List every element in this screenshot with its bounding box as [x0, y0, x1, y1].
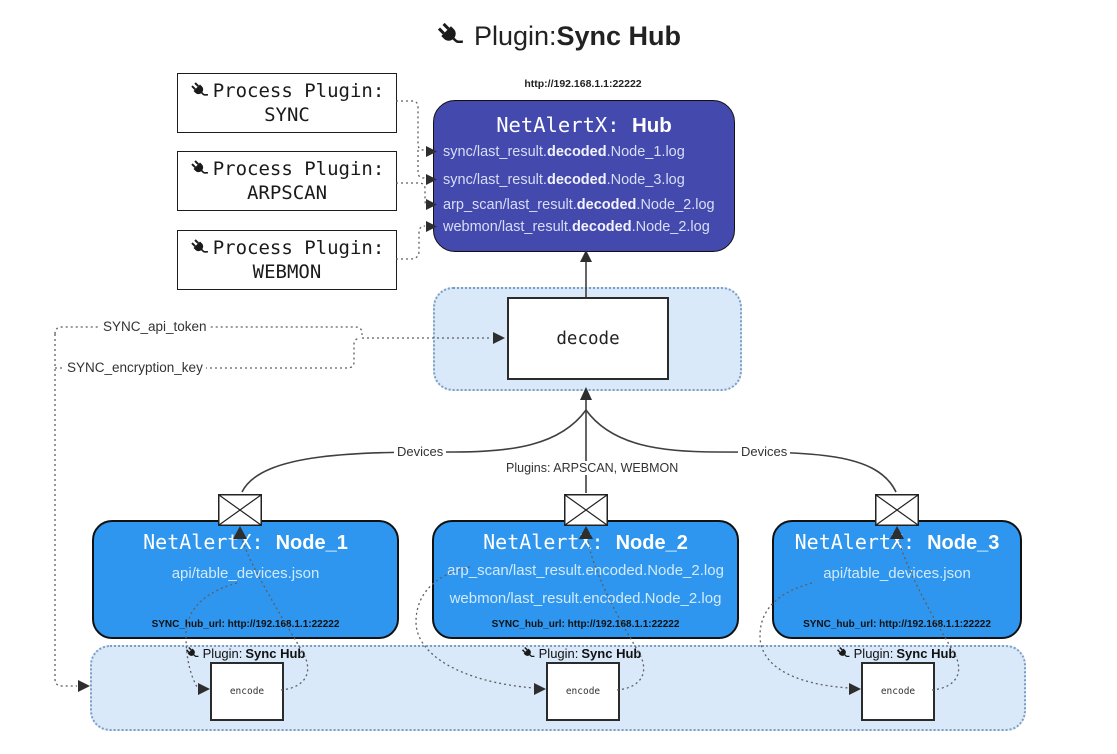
- hub-url-label: http://192.168.1.1:22222: [524, 78, 642, 90]
- process-plugin-name: ARPSCAN: [246, 182, 328, 204]
- process-plugin-name: SYNC: [264, 104, 310, 126]
- plug-icon: [189, 81, 210, 101]
- log-pre: sync/last_result.: [443, 172, 547, 188]
- sync-api-token-label: SYNC_api_token: [100, 319, 210, 334]
- node-title-name: Node_2: [615, 532, 688, 554]
- encoder-label: Plugin: Sync Hub: [811, 646, 981, 661]
- node-title-name: Node_1: [275, 532, 348, 554]
- sync-encryption-key-label: SYNC_encryption_key: [64, 360, 206, 375]
- log-bold: decoded: [576, 197, 637, 213]
- encoder-label-name: Sync Hub: [581, 646, 642, 661]
- edge-sync-to-hub-2: [417, 150, 427, 180]
- encoder-label-prefix: Plugin:: [202, 646, 243, 661]
- process-plugin-box-webmon: Process Plugin: WEBMON: [177, 230, 397, 290]
- log-pre: arp_scan/last_result.: [443, 197, 577, 213]
- plugins-edge-label: Plugins: ARPSCAN, WEBMON: [503, 461, 682, 475]
- encoder-label: Plugin: Sync Hub: [160, 646, 330, 661]
- process-plugin-box-sync: Process Plugin: SYNC: [177, 73, 397, 133]
- log-bold: decoded: [546, 172, 607, 188]
- node-title-prefix: NetAlertX:: [483, 530, 616, 554]
- log-pre: webmon/last_result.: [443, 219, 572, 235]
- node-title-prefix: NetAlertX:: [794, 530, 928, 554]
- node-title: NetAlertX: Node_3: [774, 530, 1020, 555]
- hub-title-prefix: NetAlertX:: [496, 113, 632, 137]
- process-plugin-label: Process Plugin:: [212, 80, 385, 102]
- devices-edge-label-left: Devices: [394, 444, 447, 459]
- hub-log-row: sync/last_result.decoded.Node_1.log: [443, 144, 685, 161]
- plug-icon: [835, 646, 851, 661]
- edge-secrets-to-encoders: [54, 334, 77, 687]
- decode-box: decode: [507, 297, 669, 380]
- node-title-prefix: NetAlertX:: [143, 530, 276, 554]
- process-plugin-label: Process Plugin:: [212, 158, 385, 180]
- hub-log-row: arp_scan/last_result.decoded.Node_2.log: [443, 197, 715, 214]
- encoder-label-prefix: Plugin:: [538, 646, 579, 661]
- node-title-name: Node_3: [927, 532, 1000, 554]
- node-file: api/table_devices.json: [171, 565, 320, 582]
- devices-edge-label-right: Devices: [738, 444, 791, 459]
- hub-title: NetAlertX: Hub: [434, 113, 734, 138]
- plug-icon: [184, 646, 200, 661]
- encode-box: encode: [210, 662, 284, 721]
- node-title: NetAlertX: Node_1: [94, 530, 397, 555]
- hub-box: NetAlertX: Hub sync/last_result.decoded.…: [433, 100, 735, 252]
- hub-log-row: sync/last_result.decoded.Node_3.log: [443, 172, 685, 189]
- encode-box: encode: [861, 662, 935, 721]
- node-hub-url: SYNC_hub_url: http://192.168.1.1:22222: [491, 619, 680, 630]
- plug-icon: [520, 646, 536, 661]
- node-file: api/table_devices.json: [823, 565, 971, 582]
- node-hub-url: SYNC_hub_url: http://192.168.1.1:22222: [803, 619, 991, 630]
- node-box-node3: NetAlertX: Node_3 api/table_devices.json…: [772, 520, 1022, 639]
- edge-arpscan-to-hub: [396, 182, 427, 205]
- encode-box: encode: [546, 662, 620, 721]
- log-bold: decoded: [571, 219, 632, 235]
- hub-title-name: Hub: [631, 114, 672, 137]
- process-plugin-label: Process Plugin:: [212, 237, 385, 259]
- node-box-node1: NetAlertX: Node_1 api/table_devices.json…: [92, 520, 399, 639]
- arrowhead: [78, 680, 90, 692]
- edge-webmon-to-hub: [396, 225, 426, 260]
- log-post: .Node_1.log: [606, 144, 685, 160]
- log-post: .Node_3.log: [606, 172, 685, 188]
- edge-sync-to-hub: [396, 100, 427, 152]
- encoder-label-name: Sync Hub: [245, 646, 306, 661]
- plug-icon: [189, 159, 210, 179]
- node-box-node2: NetAlertX: Node_2 arp_scan/last_result.e…: [432, 520, 739, 639]
- node-title: NetAlertX: Node_2: [434, 530, 737, 555]
- process-plugin-name: WEBMON: [252, 261, 322, 283]
- log-post: .Node_2.log: [636, 197, 715, 213]
- page-title: Plugin: Sync Hub: [0, 16, 1117, 56]
- log-pre: sync/last_result.: [443, 144, 547, 160]
- log-post: .Node_2.log: [631, 219, 710, 235]
- encoder-label-prefix: Plugin:: [853, 646, 894, 661]
- encoder-label: Plugin: Sync Hub: [496, 646, 666, 661]
- title-prefix: Plugin:: [473, 20, 557, 51]
- node-file: webmon/last_result.encoded.Node_2.log: [449, 590, 722, 607]
- log-bold: decoded: [546, 144, 607, 160]
- node-file: arp_scan/last_result.encoded.Node_2.log: [447, 562, 724, 579]
- plug-icon: [436, 21, 466, 51]
- node-hub-url: SYNC_hub_url: http://192.168.1.1:22222: [151, 619, 340, 630]
- hub-log-row: webmon/last_result.decoded.Node_2.log: [443, 219, 710, 236]
- encoder-label-name: Sync Hub: [896, 646, 957, 661]
- process-plugin-box-arpscan: Process Plugin: ARPSCAN: [177, 151, 397, 211]
- title-name: Sync Hub: [556, 20, 682, 51]
- plug-icon: [189, 238, 210, 258]
